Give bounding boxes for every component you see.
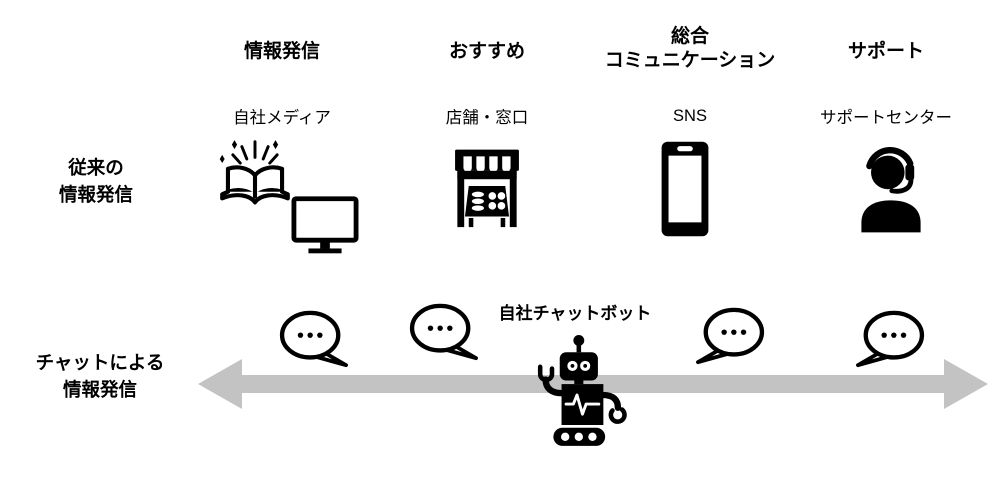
row-label-chat: チャットによる 情報発信 <box>35 352 165 400</box>
channel-label-support-center: サポートセンター <box>820 109 952 127</box>
row-label-traditional: 従来の 情報発信 <box>58 157 133 205</box>
storefront-icon <box>449 148 525 234</box>
column-header-communication: 総合 コミュニケーション <box>604 25 776 71</box>
column-header-recommend: おすすめ <box>448 40 525 62</box>
column-header-support: サポート <box>847 40 924 62</box>
chatbot-icon <box>527 334 627 446</box>
open-book-and-tv-icon <box>214 134 364 256</box>
channel-label-store: 店舗・窓口 <box>445 109 529 127</box>
double-arrow <box>198 357 988 411</box>
speech-bubble-icon <box>406 302 484 364</box>
speech-bubble-icon <box>850 309 928 371</box>
channel-label-own-media: 自社メディア <box>233 109 331 127</box>
speech-bubble-icon <box>276 309 354 371</box>
headset-agent-icon <box>851 142 931 234</box>
chatbot-label: 自社チャットボット <box>498 303 652 323</box>
column-header-info: 情報発信 <box>243 40 320 62</box>
channel-label-sns: SNS <box>673 106 707 125</box>
smartphone-icon <box>659 140 711 238</box>
speech-bubble-icon <box>690 306 768 368</box>
